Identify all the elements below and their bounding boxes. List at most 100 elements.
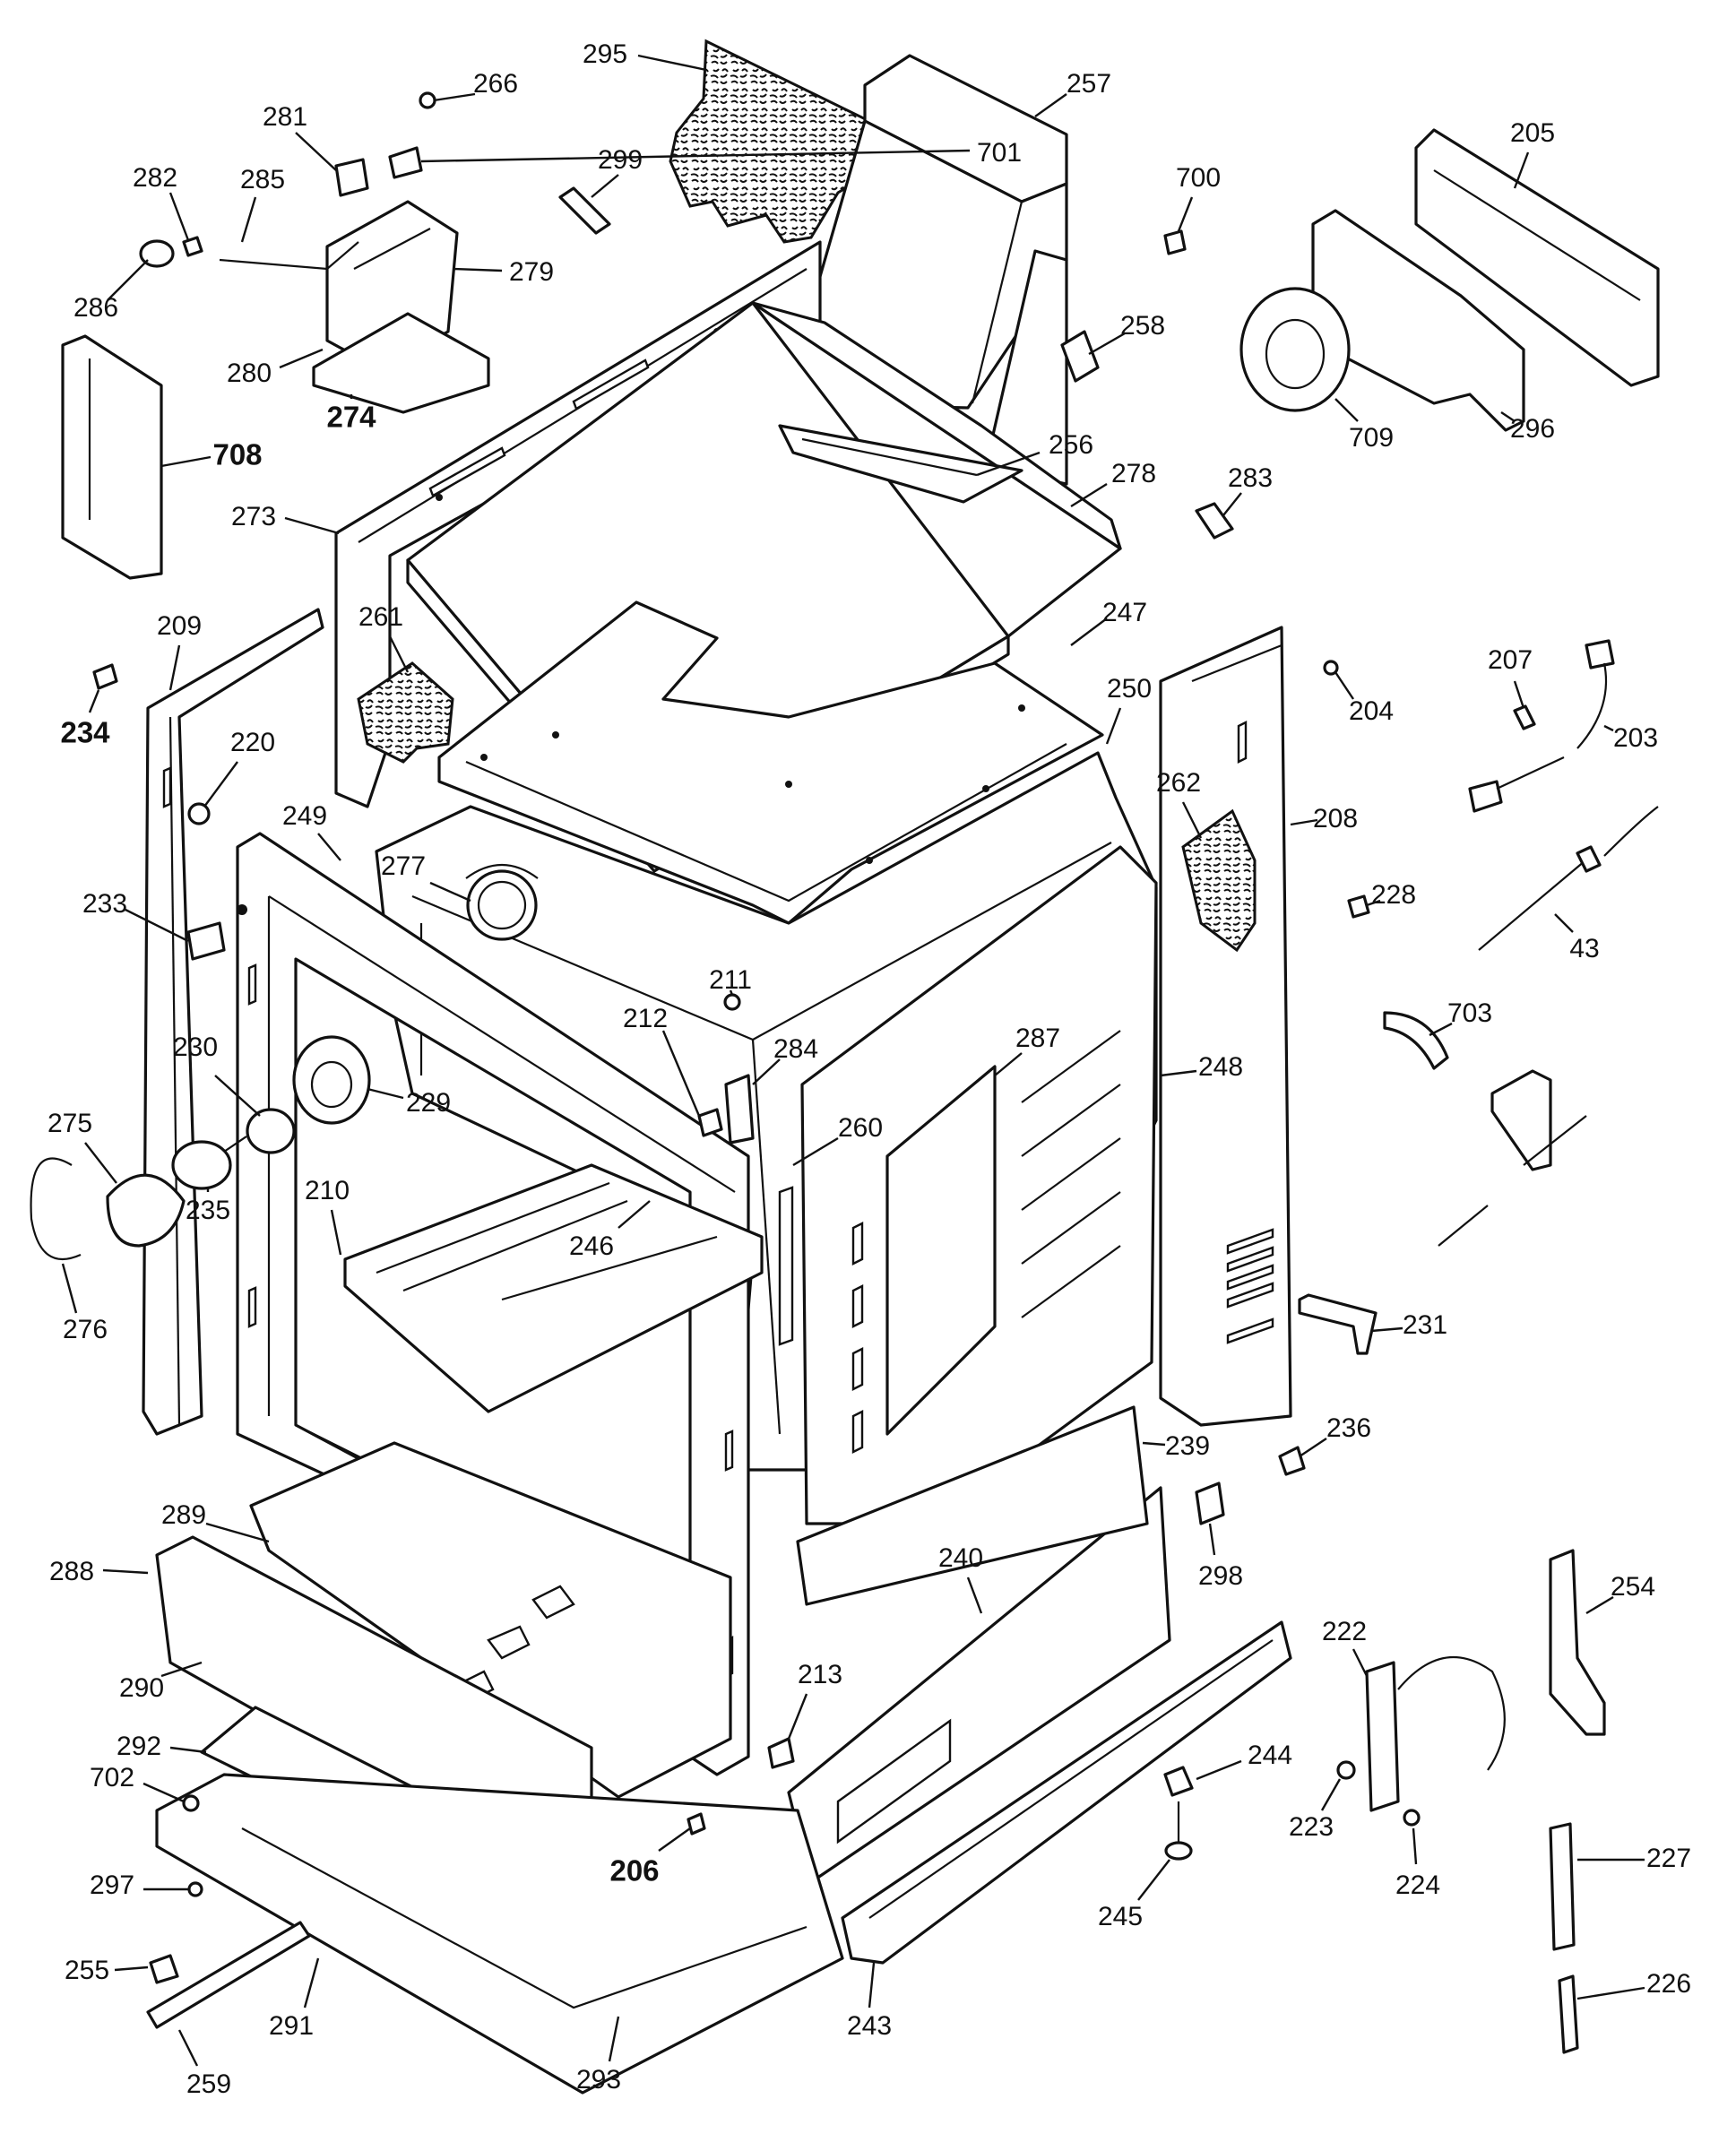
leader-line-224	[1412, 1827, 1418, 1865]
callout-281: 281	[263, 102, 307, 132]
part-702-screw	[182, 1794, 200, 1812]
leader-line-255	[114, 1965, 149, 1972]
leader-line-244	[1196, 1759, 1242, 1781]
callout-702: 702	[90, 1763, 134, 1792]
leader-line-283	[1222, 492, 1242, 516]
part-701-clip	[388, 146, 423, 179]
leader-line-298	[1208, 1523, 1216, 1556]
callout-285: 285	[240, 165, 285, 194]
leader-line-700	[1177, 196, 1194, 232]
leader-line-228	[1366, 899, 1381, 907]
part-227-spring	[1549, 1822, 1576, 1951]
part-247-oven-top-cover	[437, 600, 1104, 925]
part-275-lamp-cover	[106, 1173, 186, 1248]
leader-line-249	[317, 833, 341, 861]
callout-227: 227	[1646, 1844, 1691, 1873]
part-213-spring-clip	[767, 1737, 795, 1769]
callout-283: 283	[1228, 463, 1273, 493]
leader-line-289	[205, 1522, 270, 1543]
callout-209: 209	[157, 611, 202, 641]
part-279-valve-assembly	[312, 200, 490, 414]
part-700-clip	[1163, 229, 1187, 255]
part-286-knob	[139, 239, 175, 268]
callout-239: 239	[1165, 1431, 1210, 1461]
leader-line-233	[125, 908, 189, 943]
leader-line-245	[1137, 1859, 1170, 1901]
callout-286: 286	[73, 293, 118, 323]
part-212-clip	[697, 1108, 723, 1137]
part-299-spring-clip	[558, 186, 611, 235]
part-298-leveling-bracket	[1195, 1482, 1225, 1525]
callout-708: 708	[212, 438, 262, 471]
part-708-control-housing	[61, 334, 163, 580]
leader-line-236	[1299, 1438, 1327, 1457]
part-224-washer	[1403, 1809, 1421, 1827]
callout-249: 249	[282, 801, 327, 831]
leader-line-250	[1105, 707, 1122, 745]
callout-258: 258	[1120, 311, 1165, 341]
part-226-spring-hook	[1558, 1974, 1579, 2054]
callout-298: 298	[1198, 1561, 1243, 1591]
leader-line-288	[102, 1568, 149, 1575]
callout-259: 259	[186, 2069, 231, 2099]
leader-line-210	[330, 1209, 342, 1256]
part-hinge-bracket	[1438, 1069, 1587, 1247]
leader-line-207	[1513, 680, 1525, 709]
part-230-lamp-receptacle	[246, 1108, 296, 1154]
part-231-bracket	[1298, 1293, 1378, 1355]
leader-line-277	[429, 881, 471, 903]
part-297-screw	[187, 1881, 203, 1897]
callout-244: 244	[1248, 1741, 1292, 1770]
part-207-fuse	[1513, 704, 1536, 730]
part-709-burner-ring	[1239, 287, 1351, 412]
part-236-connector	[1278, 1446, 1306, 1476]
leader-line-701	[420, 149, 971, 163]
part-220-nut	[187, 802, 211, 825]
part-211-screw	[723, 993, 741, 1011]
leader-line-204	[1334, 671, 1354, 700]
part-234-clip	[92, 663, 118, 690]
leader-line-243	[868, 1962, 876, 2008]
part-296-heat-shield	[1311, 209, 1525, 432]
leader-line-709	[1334, 398, 1359, 422]
callout-279: 279	[509, 257, 554, 287]
leader-line-230	[214, 1075, 261, 1117]
part-210-oven-rack	[343, 1163, 764, 1413]
callout-709: 709	[1349, 423, 1394, 453]
leader-line-223	[1320, 1778, 1342, 1811]
leader-line-266	[433, 92, 476, 102]
leader-line-708	[160, 455, 212, 468]
part-266-screw	[419, 91, 436, 109]
leader-line-273	[284, 516, 340, 535]
leader-line-203	[1603, 724, 1614, 732]
part-239-toe-kick	[796, 1405, 1149, 1606]
callout-204: 204	[1349, 696, 1394, 726]
leader-line-702	[143, 1782, 185, 1803]
callout-213: 213	[798, 1660, 842, 1689]
leader-line-260	[792, 1136, 839, 1167]
callout-203: 203	[1613, 723, 1658, 753]
leader-line-282	[168, 192, 190, 241]
callout-223: 223	[1289, 1812, 1334, 1842]
part-258-bracket	[1060, 330, 1100, 383]
callout-205: 205	[1510, 118, 1555, 148]
leader-line-286	[107, 259, 149, 301]
part-229-light-flange	[292, 1035, 371, 1125]
callout-282: 282	[133, 163, 177, 193]
leader-line-262	[1181, 801, 1203, 839]
callout-256: 256	[1049, 430, 1093, 460]
leader-line-287	[994, 1052, 1023, 1076]
part-291-drawer-slide	[146, 1921, 311, 2029]
leader-line-259	[177, 2029, 199, 2067]
leader-line-212	[661, 1030, 701, 1117]
callout-255: 255	[65, 1956, 109, 1985]
part-209-left-side-panel	[142, 608, 324, 1436]
leader-line-240	[966, 1577, 983, 1614]
leader-line-247	[1070, 618, 1108, 646]
part-293-base-pan	[155, 1773, 844, 2095]
callout-275: 275	[48, 1109, 92, 1138]
callout-297: 297	[90, 1870, 134, 1900]
callout-247: 247	[1102, 598, 1147, 627]
leader-line-206	[658, 1827, 691, 1852]
